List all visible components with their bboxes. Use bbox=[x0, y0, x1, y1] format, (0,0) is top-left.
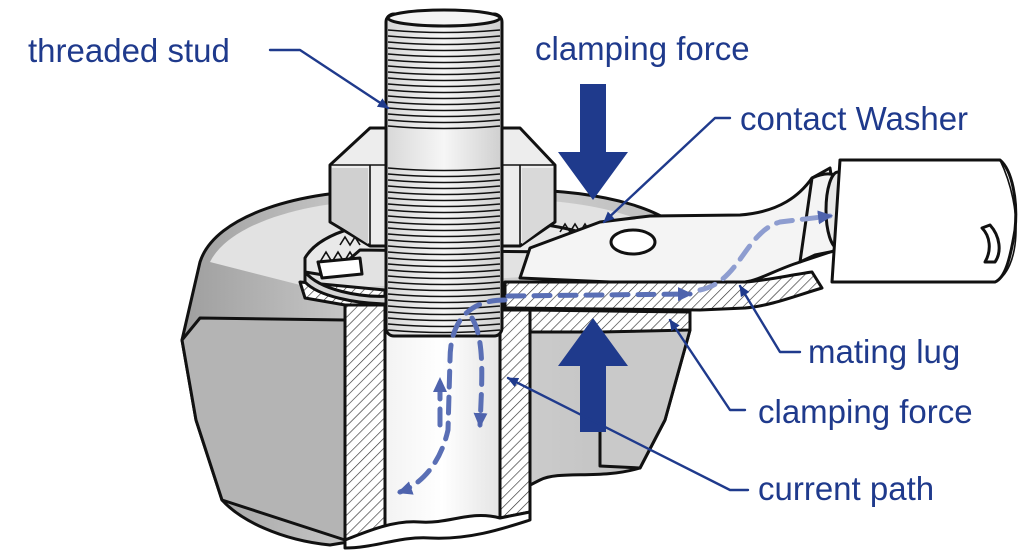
label-contact-washer: contact Washer bbox=[740, 100, 968, 137]
leader-lines bbox=[268, 48, 802, 492]
threaded-stud bbox=[384, 8, 504, 338]
label-current-path: current path bbox=[758, 470, 934, 507]
mating-lug bbox=[503, 166, 852, 312]
current-path bbox=[397, 210, 833, 495]
label-clamping-force-bottom: clamping force bbox=[758, 393, 973, 430]
arrow-down-icon bbox=[558, 84, 628, 200]
label-threaded-stud: threaded stud bbox=[28, 32, 230, 69]
label-clamping-force-top: clamping force bbox=[535, 30, 750, 67]
label-mating-lug: mating lug bbox=[808, 333, 960, 370]
cable bbox=[830, 158, 1018, 284]
housing-section-cut bbox=[298, 280, 692, 550]
arrow-up-icon bbox=[558, 318, 628, 432]
